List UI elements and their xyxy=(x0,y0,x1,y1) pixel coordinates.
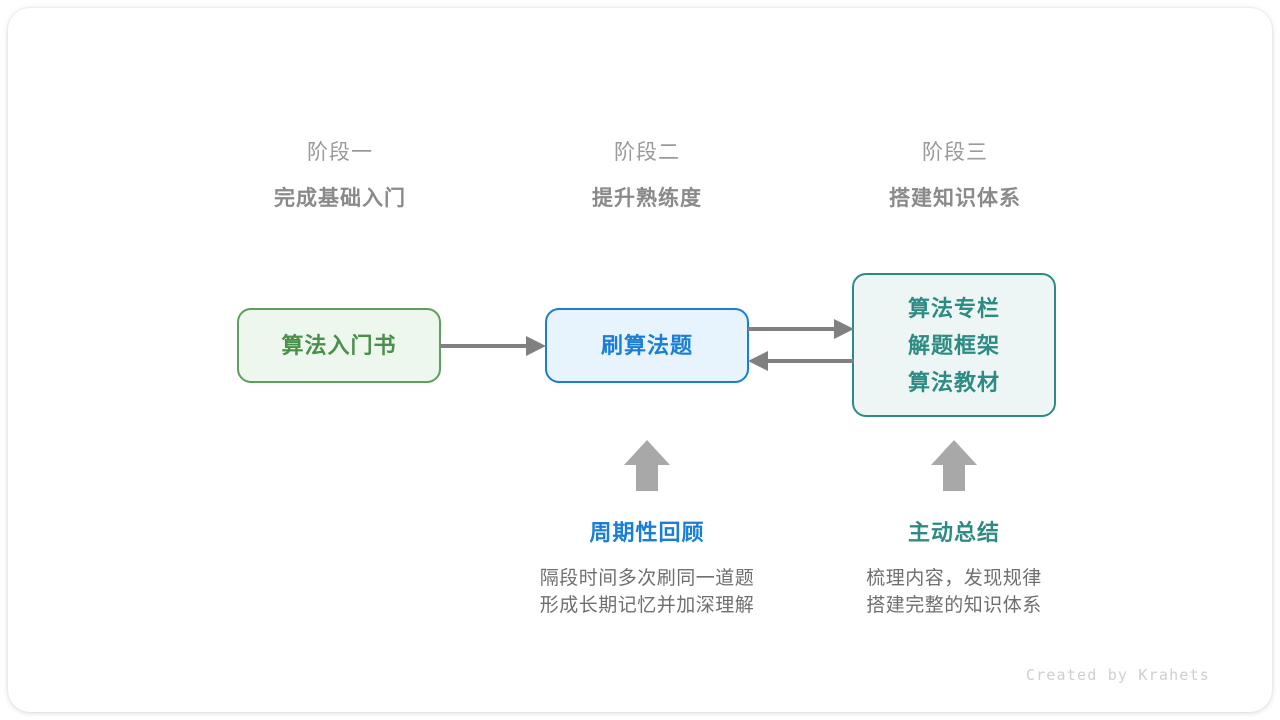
annotation-review-desc-line-2: 形成长期记忆并加深理解 xyxy=(539,595,755,616)
phase-header-2: 阶段二 提升熟练度 xyxy=(517,138,777,214)
node-system-line-3: 算法教材 xyxy=(907,369,1000,395)
annotation-review-desc: 隔段时间多次刷同一道题 形成长期记忆并加深理解 xyxy=(497,565,797,619)
arrows-practice-system-bidirectional-icon xyxy=(748,319,854,371)
annotation-summary-desc-line-1: 梳理内容，发现规律 xyxy=(866,568,1042,589)
phase-header-3: 阶段三 搭建知识体系 xyxy=(825,138,1085,214)
node-practice-line-1: 刷算法题 xyxy=(600,333,693,358)
annotation-periodic-review: 周期性回顾 隔段时间多次刷同一道题 形成长期记忆并加深理解 xyxy=(497,518,797,619)
node-knowledge-system: 算法专栏 解题框架 算法教材 xyxy=(852,273,1056,417)
phase-1-goal: 完成基础入门 xyxy=(274,187,406,210)
arrow-up-review-icon xyxy=(624,440,670,491)
diagram-canvas: 阶段一 完成基础入门 阶段二 提升熟练度 阶段三 搭建知识体系 算法入门书 刷算… xyxy=(8,8,1272,712)
node-book-line-1: 算法入门书 xyxy=(281,333,397,358)
annotation-active-summary: 主动总结 梳理内容，发现规律 搭建完整的知识体系 xyxy=(804,518,1104,619)
node-system-line-2: 解题框架 xyxy=(907,332,1000,358)
watermark-credit: Created by Krahets xyxy=(1025,666,1210,684)
annotation-review-title: 周期性回顾 xyxy=(589,520,705,545)
node-system-line-1: 算法专栏 xyxy=(907,295,1000,321)
phase-1-name: 阶段一 xyxy=(307,141,373,164)
node-practice-problems: 刷算法题 xyxy=(545,308,749,383)
phase-header-1: 阶段一 完成基础入门 xyxy=(210,138,470,214)
annotation-summary-desc-line-2: 搭建完整的知识体系 xyxy=(866,595,1042,616)
annotation-summary-title: 主动总结 xyxy=(907,520,1000,545)
arrow-book-to-practice-icon xyxy=(440,336,546,356)
annotation-summary-desc: 梳理内容，发现规律 搭建完整的知识体系 xyxy=(804,565,1104,619)
node-algorithm-intro-book: 算法入门书 xyxy=(237,308,441,383)
phase-3-goal: 搭建知识体系 xyxy=(889,187,1021,210)
phase-2-goal: 提升熟练度 xyxy=(592,187,702,210)
annotation-review-desc-line-1: 隔段时间多次刷同一道题 xyxy=(539,568,755,589)
phase-3-name: 阶段三 xyxy=(922,141,988,164)
phase-2-name: 阶段二 xyxy=(614,141,680,164)
arrow-up-summary-icon xyxy=(931,440,977,491)
